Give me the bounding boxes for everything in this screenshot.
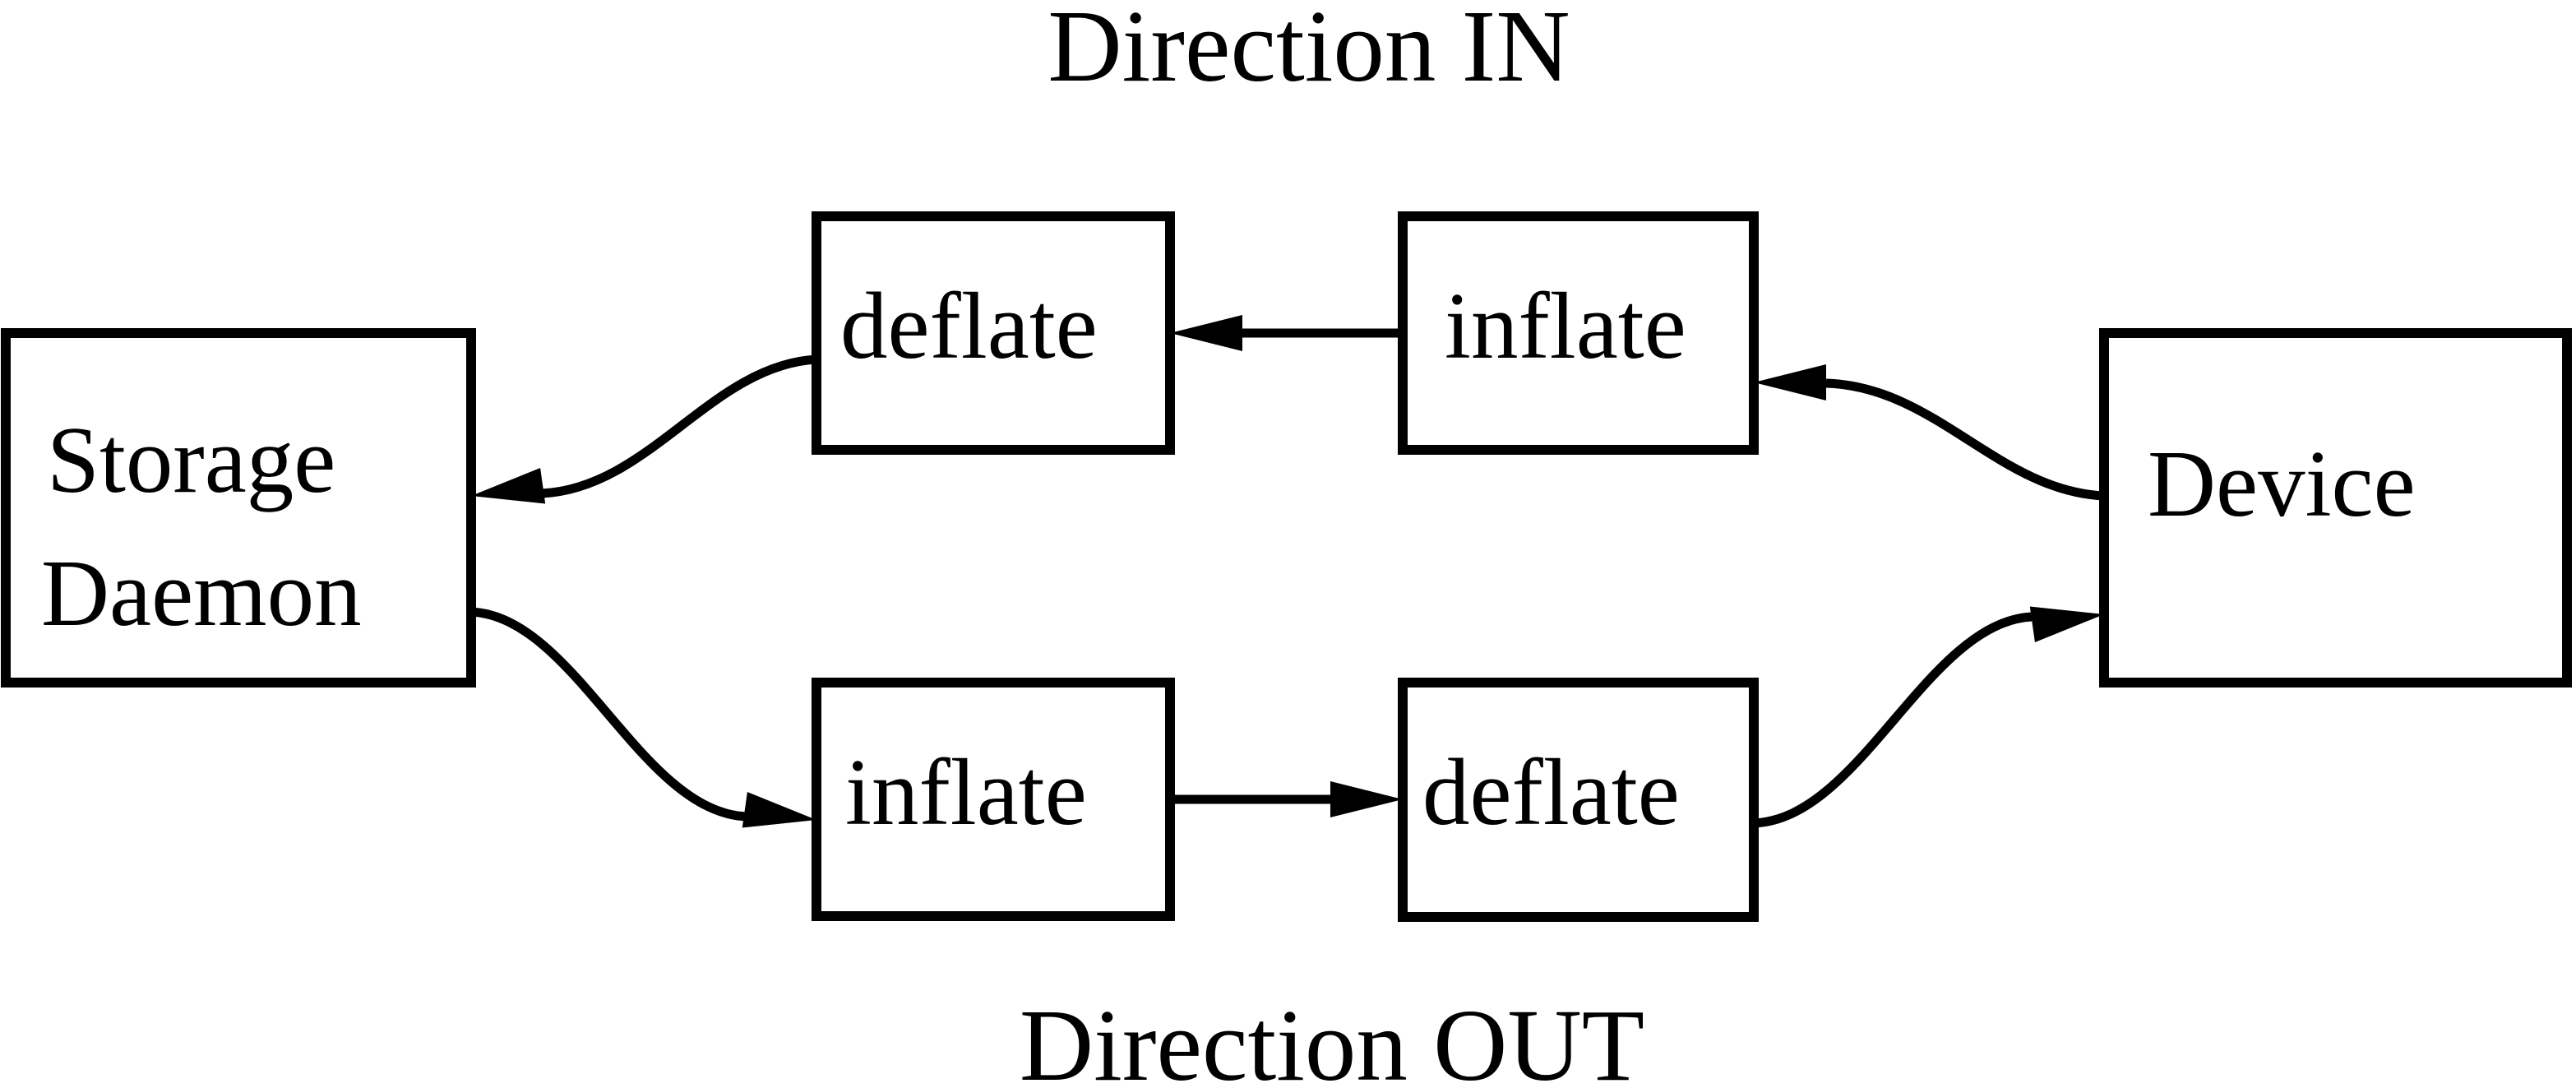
edge-storage-daemon-to-inflate-out-curve [470, 607, 747, 822]
node-storage-daemon-label-line2: Daemon [41, 541, 362, 646]
edge-deflate-out-to-device [1753, 606, 2104, 828]
edge-device-to-inflate-in-curve [1825, 378, 2105, 501]
edge-deflate-in-to-storage-daemon [471, 354, 817, 504]
node-deflate-out-label: deflate [1422, 740, 1680, 845]
node-storage-daemon: Storage Daemon [1, 328, 476, 688]
node-deflate-out: deflate [1398, 678, 1759, 922]
arrowhead-into-storage-daemon [471, 467, 546, 504]
node-device-box [2099, 328, 2572, 688]
edge-device-to-inflate-in [1754, 364, 2105, 501]
node-deflate-out-box [1398, 678, 1759, 922]
node-deflate-in-label: deflate [840, 274, 1098, 378]
label-direction-in: Direction IN [1048, 0, 1570, 104]
node-device-label: Device [2148, 432, 2416, 536]
arrowhead-into-device [2029, 606, 2104, 643]
node-storage-daemon-label-line1: Storage [47, 408, 335, 512]
node-storage-daemon-box [1, 328, 476, 688]
node-inflate-in-label: inflate [1445, 274, 1686, 378]
node-inflate-out-box [812, 678, 1175, 921]
node-deflate-in: deflate [812, 211, 1175, 455]
arrowhead-into-inflate-out [742, 791, 816, 828]
edge-inflate-in-to-deflate-in [1170, 315, 1403, 351]
edge-deflate-in-to-storage-daemon-curve [541, 354, 817, 498]
arrowhead-into-deflate-out [1330, 781, 1403, 817]
label-direction-out: Direction OUT [1020, 989, 1644, 1088]
node-inflate-out: inflate [812, 678, 1175, 921]
edge-storage-daemon-to-inflate-out [470, 607, 816, 828]
arrowhead-into-inflate-in [1754, 364, 1826, 400]
node-inflate-in-box [1398, 211, 1759, 455]
edge-inflate-out-to-deflate-out [1170, 781, 1403, 817]
node-inflate-out-label: inflate [845, 740, 1087, 845]
node-device: Device [2099, 328, 2572, 688]
arrowhead-into-deflate-in [1170, 315, 1242, 351]
node-inflate-in: inflate [1398, 211, 1759, 455]
node-deflate-in-box [812, 211, 1175, 455]
edge-deflate-out-to-device-curve [1753, 612, 2033, 828]
